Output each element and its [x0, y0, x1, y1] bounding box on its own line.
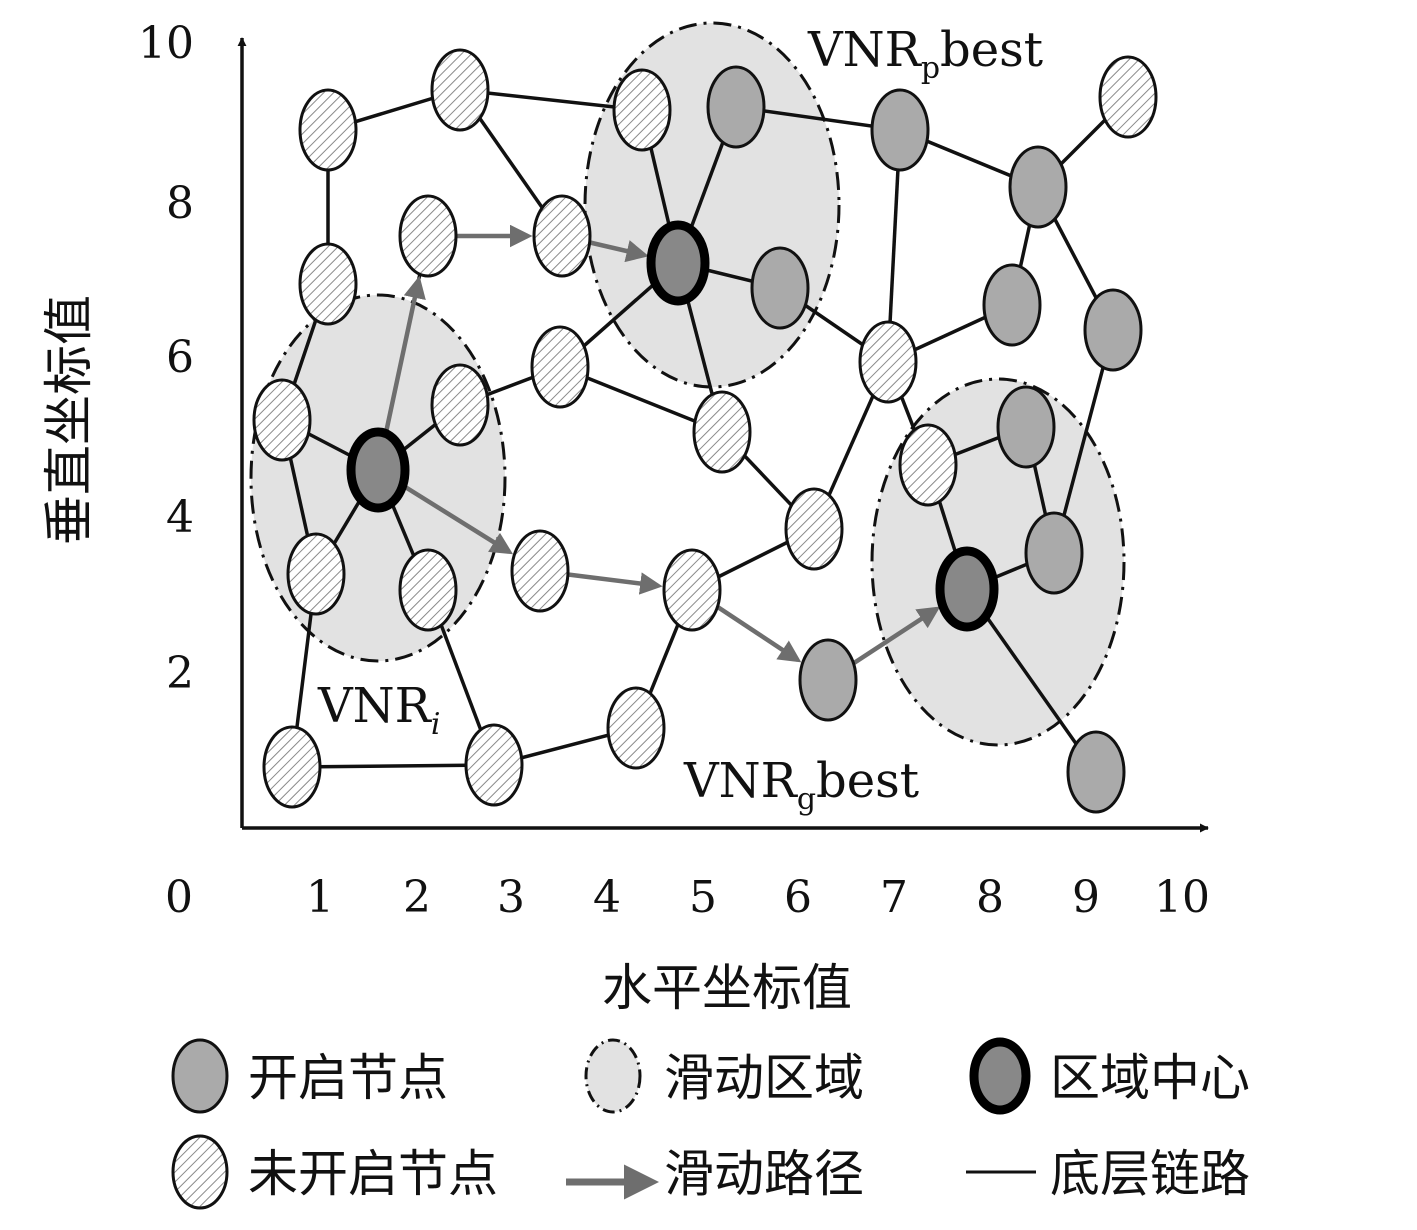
off-node — [262, 725, 322, 809]
y-tick-6: 6 — [166, 332, 194, 383]
legend-region-center-swatch — [969, 1037, 1031, 1115]
region-label-vnr-gbest: VNRgbest — [683, 753, 919, 817]
off-node — [532, 194, 592, 278]
off-node — [298, 88, 358, 172]
y-tick-8: 8 — [166, 178, 194, 229]
x-axis-title: 水平坐标值 — [602, 959, 852, 1017]
region-label-vnr-pbest: VNRpbest — [807, 22, 1043, 86]
legend-off-node: 未开启节点 — [171, 1134, 498, 1210]
off-node — [1098, 55, 1158, 139]
region-center-node — [346, 427, 410, 513]
legend-slide-region-swatch — [584, 1038, 642, 1114]
base-link-33 — [291, 763, 495, 769]
y-tick-10: 10 — [138, 18, 194, 69]
legend-off-node-swatch — [171, 1134, 229, 1210]
y-tick-labels: 10 8 6 4 2 — [138, 18, 194, 699]
off-node — [430, 363, 490, 447]
off-node — [286, 532, 346, 616]
on-node — [982, 263, 1042, 347]
on-node — [798, 638, 858, 722]
y-tick-2: 2 — [166, 648, 194, 699]
on-node — [1008, 145, 1068, 229]
on-node — [750, 246, 810, 330]
region-label-vnr-i: VNRi — [317, 678, 440, 742]
legend-on-node: 开启节点 — [171, 1038, 448, 1114]
region-center-node — [646, 220, 710, 306]
x-tick-1: 1 — [306, 872, 334, 923]
legend-slide-region: 滑动区域 — [584, 1038, 864, 1114]
x-tick-3: 3 — [497, 872, 525, 923]
off-node — [252, 378, 312, 462]
y-axis-title: 垂直坐标值 — [40, 295, 98, 545]
legend-base-link-label: 底层链路 — [1050, 1145, 1250, 1203]
on-node — [870, 88, 930, 172]
off-node — [464, 723, 524, 807]
off-node — [430, 48, 490, 132]
legend: 开启节点 滑动区域 区域中心 未开启节点 滑动路径 底层链路 — [171, 1037, 1250, 1210]
legend-on-node-label: 开启节点 — [248, 1049, 448, 1107]
x-tick-10: 10 — [1154, 872, 1210, 923]
legend-region-center-label: 区域中心 — [1050, 1049, 1250, 1107]
sliding-region-p — [583, 21, 841, 389]
off-node — [606, 686, 666, 770]
off-node — [662, 548, 722, 632]
off-node — [692, 390, 752, 474]
on-node — [1083, 288, 1143, 372]
legend-slide-path-label: 滑动路径 — [664, 1145, 864, 1203]
x-tick-4: 4 — [593, 872, 621, 923]
y-tick-4: 4 — [166, 492, 194, 543]
legend-slide-path: 滑动路径 — [566, 1145, 864, 1203]
legend-slide-region-label: 滑动区域 — [664, 1049, 864, 1107]
off-node — [398, 548, 458, 632]
x-tick-0: 0 — [165, 872, 193, 923]
on-node — [706, 65, 766, 149]
off-node — [510, 529, 570, 613]
x-tick-2: 2 — [403, 872, 431, 923]
x-tick-8: 8 — [976, 872, 1004, 923]
legend-region-center: 区域中心 — [969, 1037, 1250, 1115]
off-node — [858, 320, 918, 404]
x-tick-labels: 0 1 2 3 4 5 6 7 8 9 10 — [165, 872, 1210, 923]
off-node — [298, 242, 358, 326]
x-tick-6: 6 — [784, 872, 812, 923]
off-node — [784, 487, 844, 571]
sliding-regions — [249, 21, 1126, 747]
on-node — [996, 385, 1056, 469]
off-node — [398, 194, 458, 278]
axes — [237, 37, 1209, 833]
off-node — [612, 68, 672, 152]
on-node — [1024, 511, 1084, 595]
x-tick-5: 5 — [689, 872, 717, 923]
base-link-1 — [459, 88, 643, 112]
legend-on-node-swatch — [171, 1038, 229, 1114]
legend-base-link: 底层链路 — [966, 1145, 1250, 1203]
x-tick-7: 7 — [880, 872, 908, 923]
on-node — [1066, 730, 1126, 814]
nodes — [252, 48, 1158, 814]
legend-off-node-label: 未开启节点 — [248, 1145, 498, 1203]
region-center-node — [935, 546, 999, 632]
off-node — [898, 423, 958, 507]
x-tick-9: 9 — [1072, 872, 1100, 923]
off-node — [530, 325, 590, 409]
